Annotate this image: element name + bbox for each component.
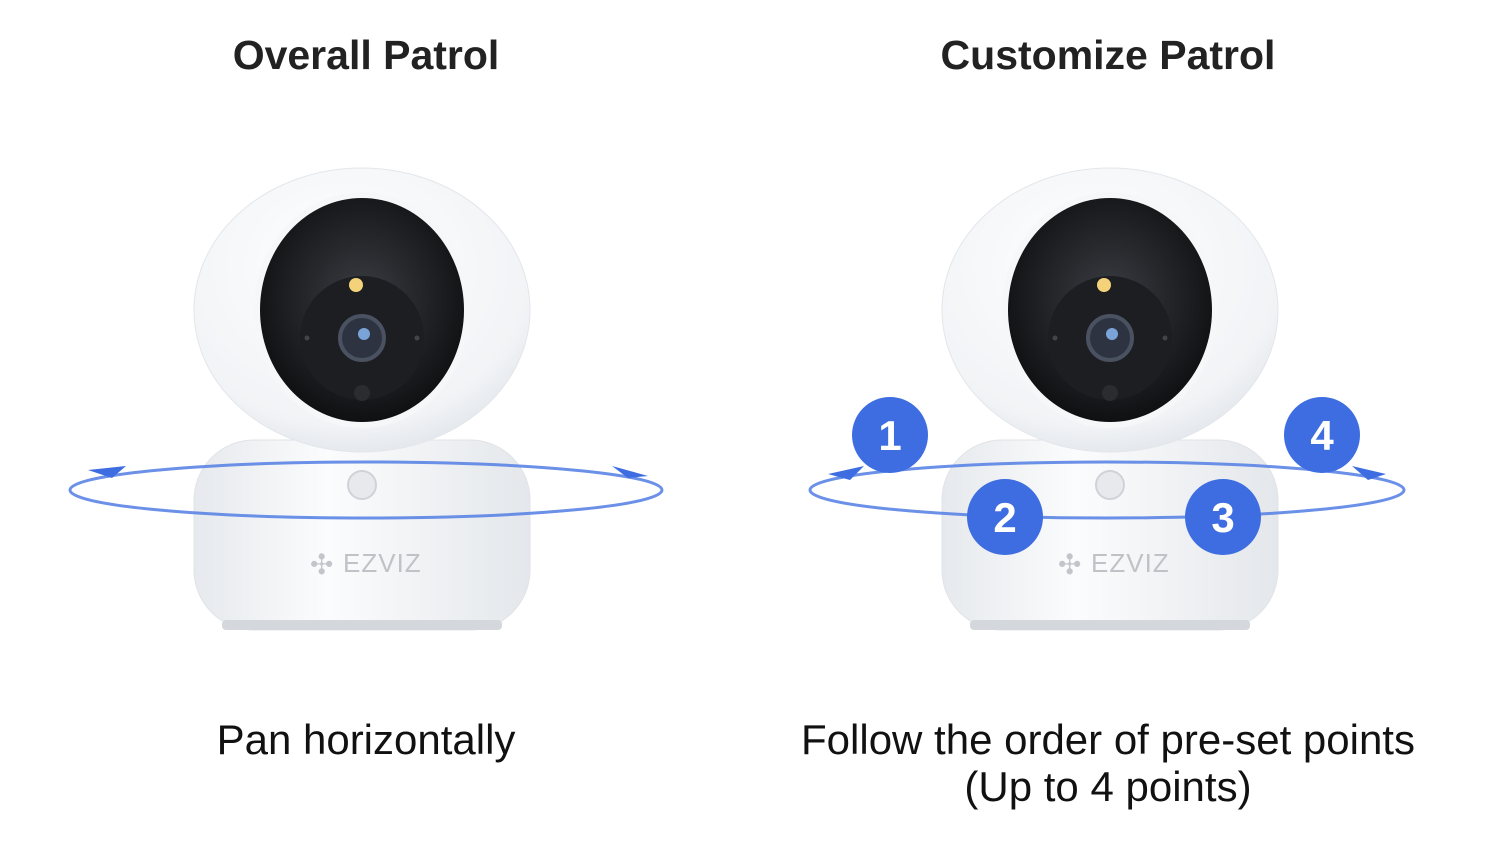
camera-overall-patrol: EZVIZ ✣ — [68, 166, 664, 632]
caption-line: Pan horizontally — [216, 716, 516, 763]
ezviz-logo: EZVIZ ✣ — [1058, 548, 1170, 581]
customize-patrol-caption: Follow the order of pre-set points (Up t… — [728, 716, 1488, 810]
camera-customize-patrol: EZVIZ ✣ 1 2 3 4 — [808, 166, 1406, 632]
svg-text:2: 2 — [993, 494, 1016, 541]
arrow-left-icon — [828, 466, 864, 480]
pan-ring — [808, 460, 1406, 520]
caption-line: Follow the order of pre-set points — [801, 716, 1415, 763]
svg-text:EZVIZ: EZVIZ — [1091, 548, 1170, 578]
preset-point-1: 1 — [852, 397, 928, 473]
svg-text:✣: ✣ — [310, 548, 333, 581]
pan-ring — [68, 460, 664, 520]
arrow-right-icon — [612, 466, 648, 478]
preset-point-3: 3 — [1185, 479, 1261, 555]
svg-text:1: 1 — [878, 412, 901, 459]
arrow-left-icon — [88, 466, 126, 478]
arrow-right-icon — [1352, 466, 1386, 480]
overall-patrol-title: Overall Patrol — [232, 32, 500, 78]
svg-text:3: 3 — [1211, 494, 1234, 541]
customize-patrol-title: Customize Patrol — [940, 32, 1276, 78]
svg-text:4: 4 — [1310, 412, 1334, 459]
svg-text:✣: ✣ — [1058, 548, 1081, 581]
preset-point-2: 2 — [967, 479, 1043, 555]
overall-patrol-caption: Pan horizontally — [0, 716, 746, 763]
svg-text:EZVIZ: EZVIZ — [343, 548, 422, 578]
preset-point-4: 4 — [1284, 397, 1360, 473]
ezviz-logo: EZVIZ ✣ — [310, 548, 422, 581]
caption-line: (Up to 4 points) — [964, 763, 1252, 810]
